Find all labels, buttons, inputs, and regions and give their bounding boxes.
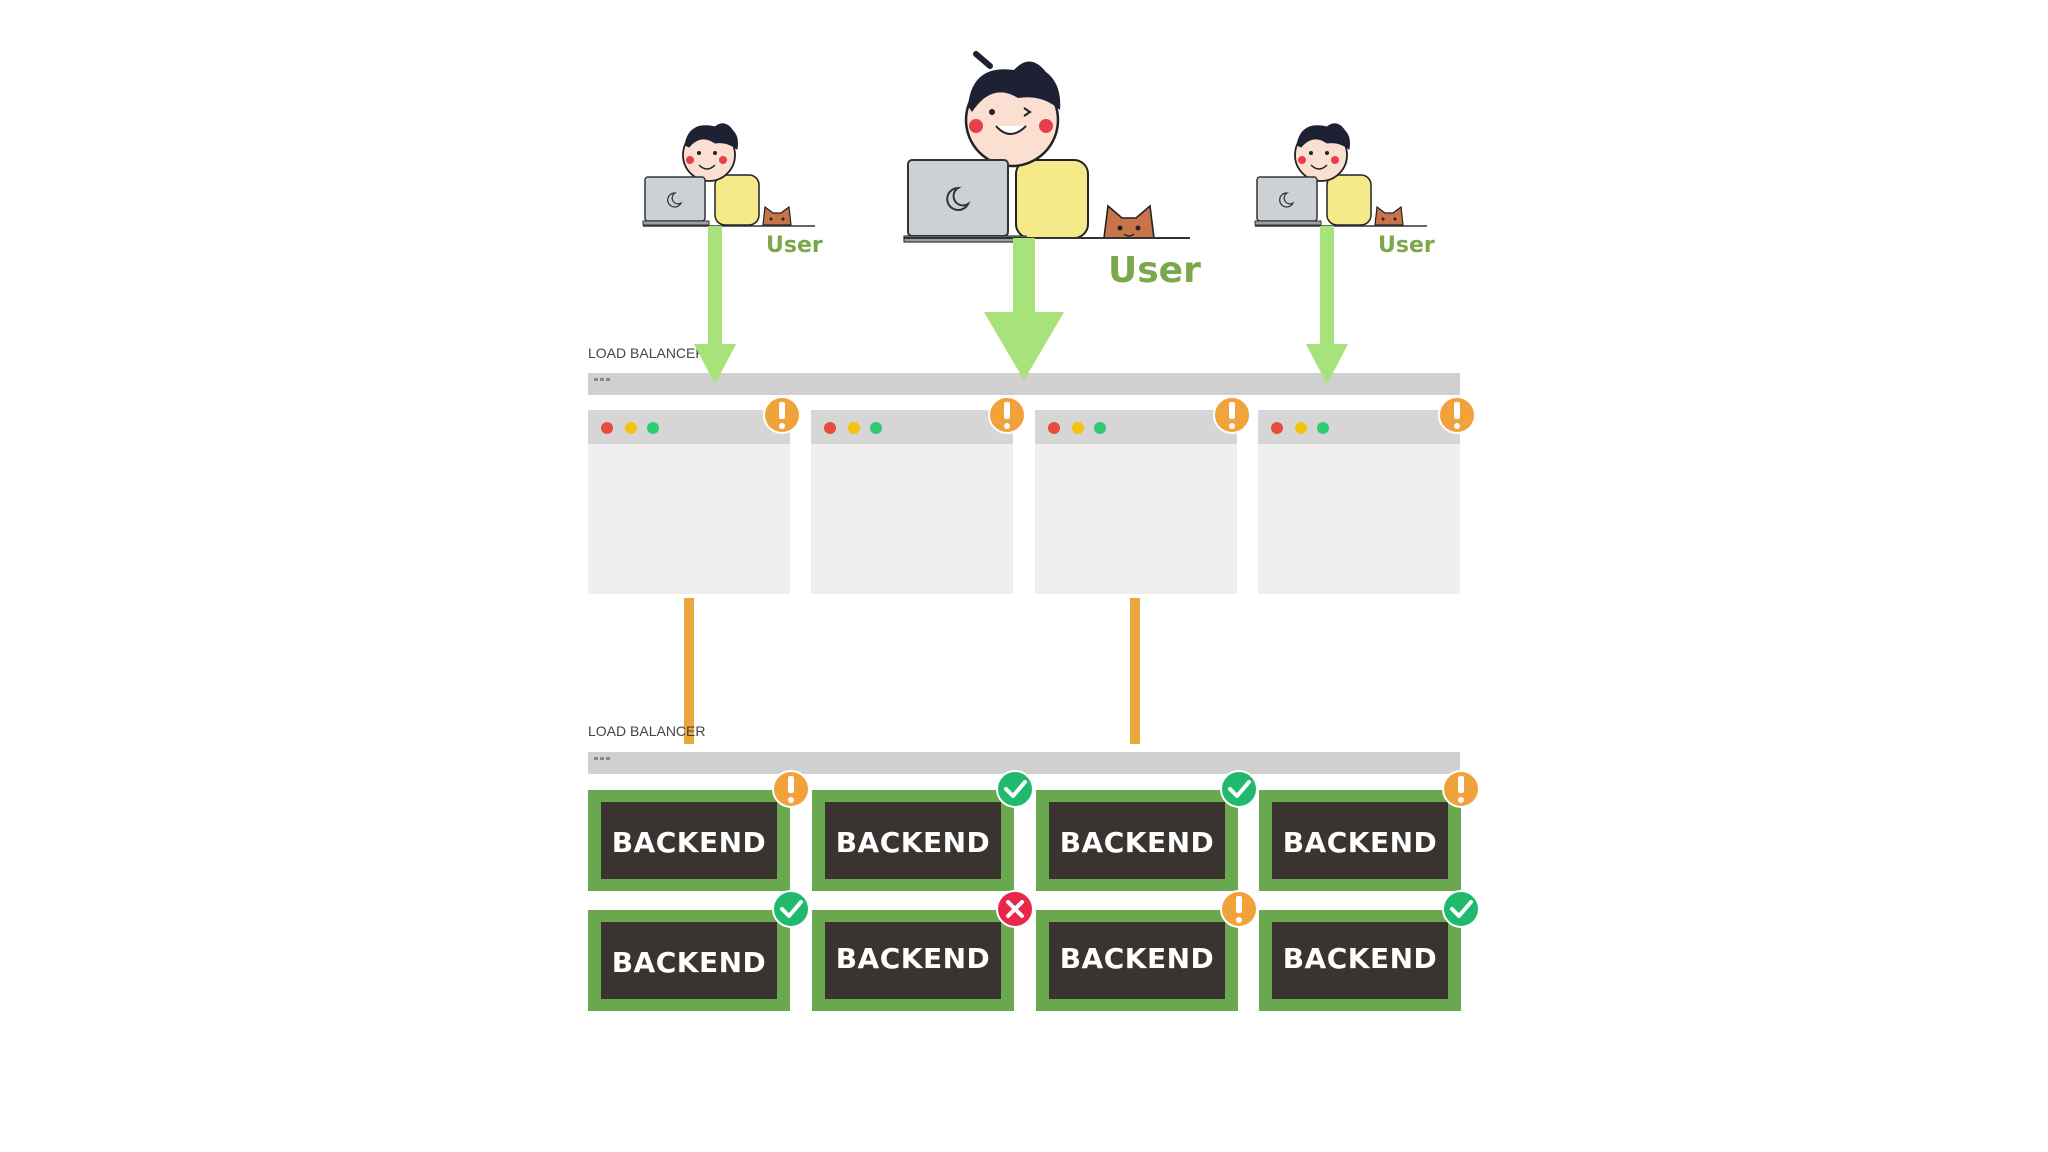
backend-server: BACKEND [588,790,790,891]
user-label-right: User [1378,233,1435,258]
checkmark-icon [1442,890,1480,928]
arrow-head-left [694,344,736,384]
load-balancer-bar-dots [594,378,610,381]
x-icon [996,890,1034,928]
backend-server: BACKEND [1036,910,1238,1011]
backend-server: BACKEND [1259,790,1461,891]
frontend-window [1258,410,1460,594]
cat-icon [1103,204,1155,239]
load-balancer-label-bottom: LOAD BALANCER [588,723,705,739]
laptop-icon [642,176,710,226]
backend-label: BACKEND [612,946,767,979]
backend-server: BACKEND [1259,910,1461,1011]
backend-server: BACKEND [812,790,1014,891]
exclamation-icon [1213,396,1251,434]
person-icon [1294,123,1372,226]
cat-icon [762,205,792,226]
exclamation-icon [772,770,810,808]
exclamation-icon [1438,396,1476,434]
backend-label: BACKEND [1060,826,1215,859]
checkmark-icon [996,770,1034,808]
load-balancer-bar-top [588,373,1460,395]
frontend-window [811,410,1013,594]
checkmark-icon [1220,770,1258,808]
person-icon [964,51,1089,239]
laptop-icon [903,159,1027,243]
load-balancer-bar-bottom [588,752,1460,774]
backend-label: BACKEND [612,826,767,859]
backend-label: BACKEND [836,826,991,859]
checkmark-icon [772,890,810,928]
backend-server: BACKEND [812,910,1014,1011]
user-figure-right [1254,123,1427,227]
backend-server: BACKEND [588,910,790,1011]
laptop-icon [1254,176,1322,226]
cat-icon [1374,205,1404,226]
connector-left [684,598,694,744]
backend-label: BACKEND [1283,826,1438,859]
load-balancer-label-top: LOAD BALANCER [588,345,705,361]
exclamation-icon [1442,770,1480,808]
frontend-window [1035,410,1237,594]
connector-right [1130,598,1140,744]
backend-label: BACKEND [1283,942,1438,975]
load-balancer-bar-dots [594,757,610,760]
user-label-left: User [766,233,823,258]
user-figure-left [642,123,815,227]
exclamation-icon [763,396,801,434]
backend-server: BACKEND [1036,790,1238,891]
person-icon [682,123,760,226]
exclamation-icon [1220,890,1258,928]
arrow-head-right [1306,344,1348,384]
exclamation-icon [988,396,1026,434]
user-label-center: User [1108,250,1201,291]
backend-label: BACKEND [836,942,991,975]
frontend-window [588,410,790,594]
backend-label: BACKEND [1060,942,1215,975]
arrow-head-center [984,312,1064,380]
user-figure-center [903,51,1190,243]
